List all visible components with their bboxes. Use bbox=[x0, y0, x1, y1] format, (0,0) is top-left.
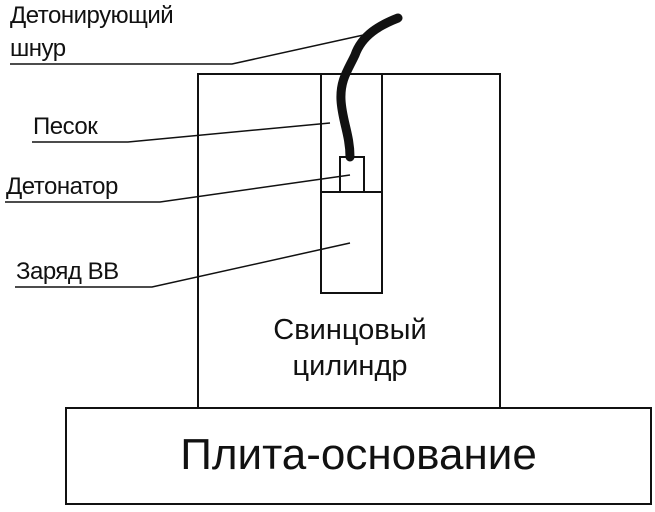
detonating-cord bbox=[336, 13, 403, 162]
sand-leader-line bbox=[32, 122, 331, 143]
cylinder-label-line1: Свинцовый bbox=[273, 314, 427, 346]
charge-label: Заряд ВВ bbox=[16, 258, 119, 285]
detonator-label: Детонатор bbox=[6, 173, 118, 200]
charge-leader-line bbox=[15, 242, 351, 288]
base-plate-label: Плита-основание bbox=[180, 430, 537, 479]
cylinder-label: Свинцовый цилиндр bbox=[240, 312, 460, 384]
base-plate bbox=[65, 407, 652, 505]
cylinder-bore bbox=[320, 73, 383, 294]
detonator-cap bbox=[339, 156, 365, 193]
cord-label-line1: Детонирующий bbox=[10, 2, 174, 29]
cord-leader-line bbox=[10, 33, 369, 65]
cylinder-label-line2: цилиндр bbox=[292, 350, 408, 382]
cord-label-line2: шнур bbox=[10, 35, 66, 62]
sand-label: Песок bbox=[33, 113, 98, 140]
detonator-leader-line bbox=[5, 174, 351, 203]
